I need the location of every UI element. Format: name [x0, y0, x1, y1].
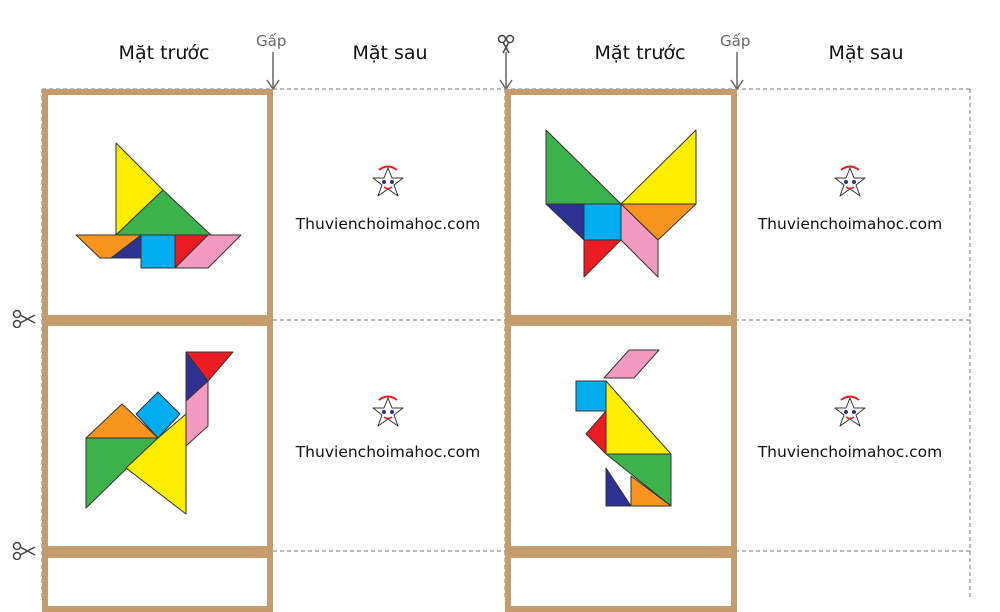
tangram-rabbit-figure	[575, 349, 672, 507]
back-side-heading-right: Mặt sau	[828, 42, 904, 64]
tangram-card-camel	[42, 320, 273, 552]
tangram-card-butterfly	[505, 89, 737, 321]
brand-text: Thuvienchoimahoc.com	[757, 215, 943, 233]
star-mascot-logo	[372, 165, 404, 197]
brand-text: Thuvienchoimahoc.com	[757, 443, 943, 461]
front-side-heading-left: Mặt trước	[118, 42, 210, 64]
scissors-icon	[497, 34, 515, 54]
scissors-icon	[12, 542, 36, 560]
star-mascot-logo	[834, 395, 866, 427]
front-side-heading-right: Mặt trước	[594, 42, 686, 64]
tangram-card-partial-left	[42, 552, 273, 612]
tangram-card-boat	[42, 89, 273, 321]
tangram-boat-figure	[75, 142, 242, 269]
star-mascot-logo	[372, 395, 404, 427]
star-mascot-logo	[834, 165, 866, 197]
fold-label-right: Gấp	[720, 32, 751, 50]
brand-text: Thuvienchoimahoc.com	[295, 443, 481, 461]
brand-text: Thuvienchoimahoc.com	[295, 215, 481, 233]
tangram-butterfly-figure	[545, 129, 697, 278]
tangram-camel-figure	[85, 351, 234, 515]
back-side-heading-left: Mặt sau	[352, 42, 428, 64]
tangram-card-partial-right	[505, 552, 737, 612]
tangram-card-rabbit	[505, 320, 737, 552]
scissors-icon	[12, 310, 36, 328]
fold-label-left: Gấp	[256, 32, 287, 50]
